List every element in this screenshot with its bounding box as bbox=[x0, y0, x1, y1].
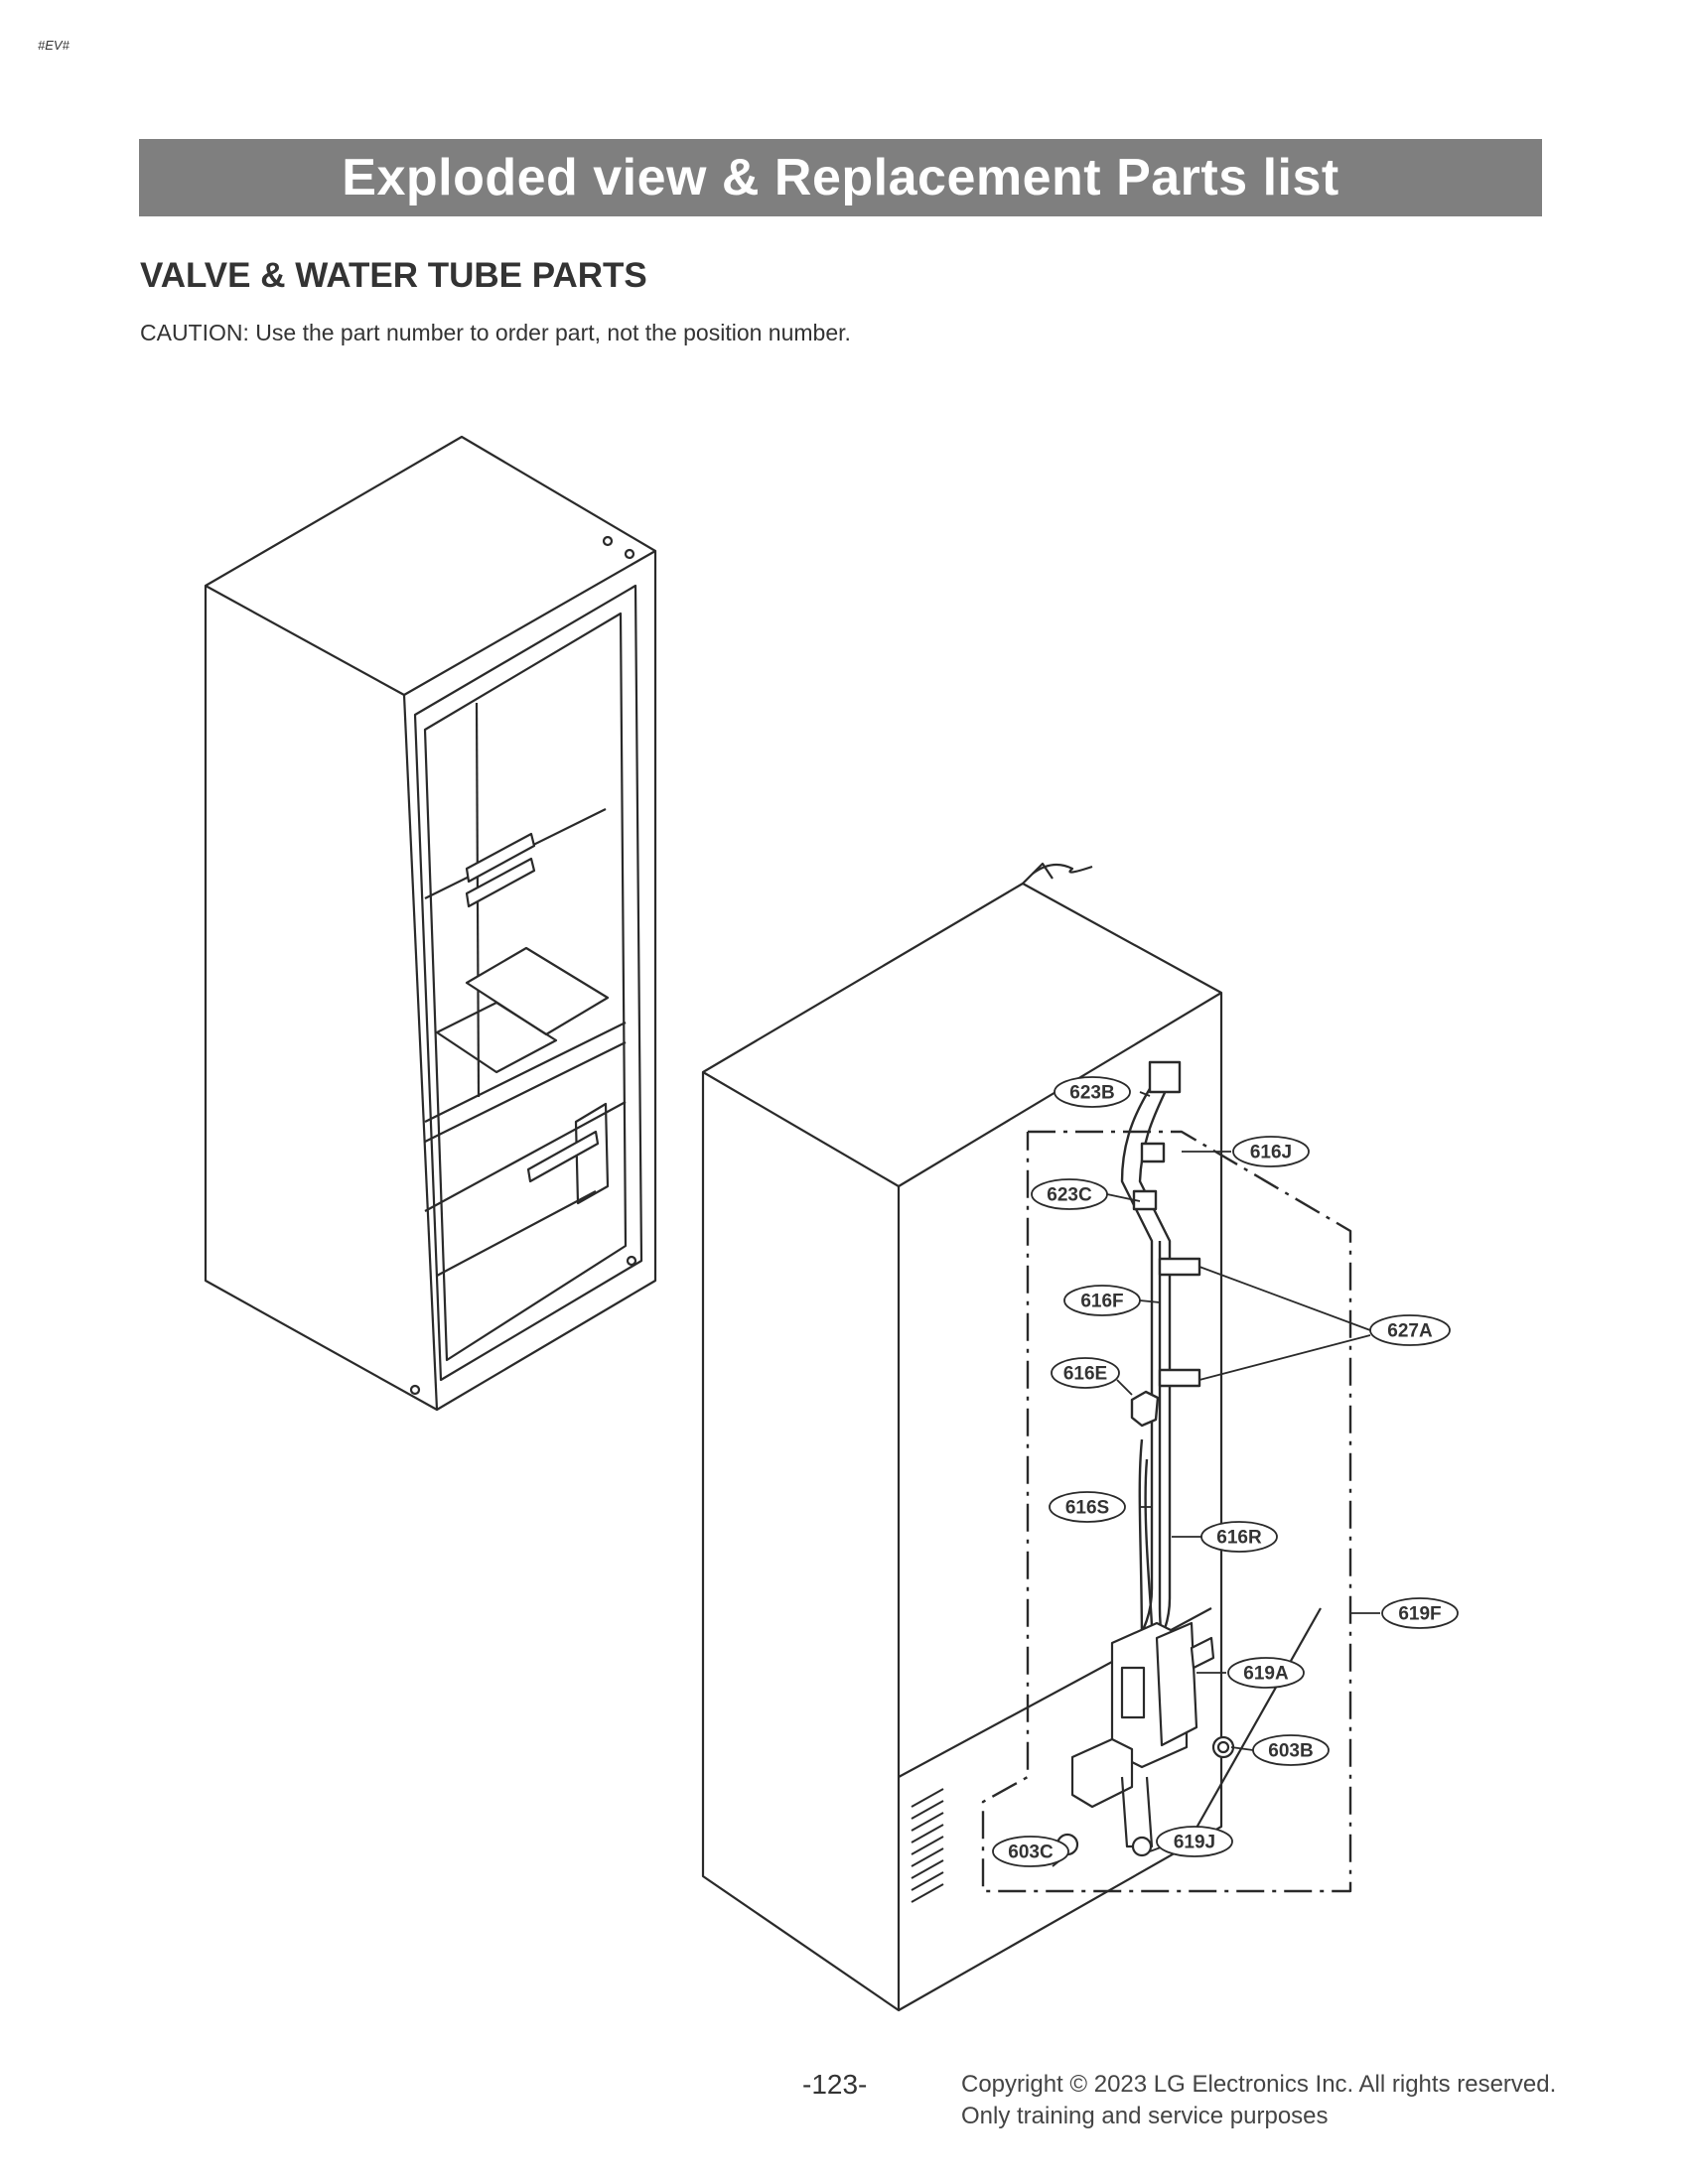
callout-616S: 616S bbox=[1065, 1498, 1109, 1519]
callout-leaders bbox=[1052, 1091, 1380, 1867]
callout-616E: 616E bbox=[1063, 1364, 1107, 1385]
callout-616F: 616F bbox=[1080, 1292, 1123, 1312]
copyright-line-1: Copyright © 2023 LG Electronics Inc. All… bbox=[961, 2071, 1557, 2098]
callout-623C: 623C bbox=[1047, 1185, 1092, 1206]
copyright-line-2: Only training and service purposes bbox=[961, 2103, 1329, 2129]
assembly-boundary bbox=[981, 1130, 1352, 1893]
callout-623B: 623B bbox=[1069, 1083, 1114, 1104]
cabinet-rear-view bbox=[701, 862, 1223, 2012]
section-title: VALVE & WATER TUBE PARTS bbox=[140, 256, 647, 295]
callout-619F: 619F bbox=[1398, 1604, 1441, 1625]
callout-bubbles bbox=[992, 1076, 1459, 1867]
water-valve-assembly bbox=[1055, 1607, 1322, 1857]
copyright-notice: Copyright © 2023 LG Electronics Inc. All… bbox=[961, 2069, 1556, 2132]
cabinet-front-view bbox=[204, 435, 657, 1412]
callout-619J: 619J bbox=[1174, 1833, 1215, 1853]
callout-616R: 616R bbox=[1216, 1528, 1262, 1549]
callout-603C: 603C bbox=[1008, 1843, 1054, 1863]
callout-619A: 619A bbox=[1243, 1664, 1289, 1685]
callout-616J: 616J bbox=[1250, 1143, 1292, 1163]
document-tag: #EV# bbox=[38, 38, 70, 53]
callout-603B: 603B bbox=[1268, 1741, 1313, 1762]
page-number: -123- bbox=[802, 2069, 868, 2100]
callout-627A: 627A bbox=[1387, 1321, 1433, 1342]
caution-note: CAUTION: Use the part number to order pa… bbox=[140, 320, 851, 345]
banner-title: Exploded view & Replacement Parts list bbox=[139, 139, 1542, 216]
